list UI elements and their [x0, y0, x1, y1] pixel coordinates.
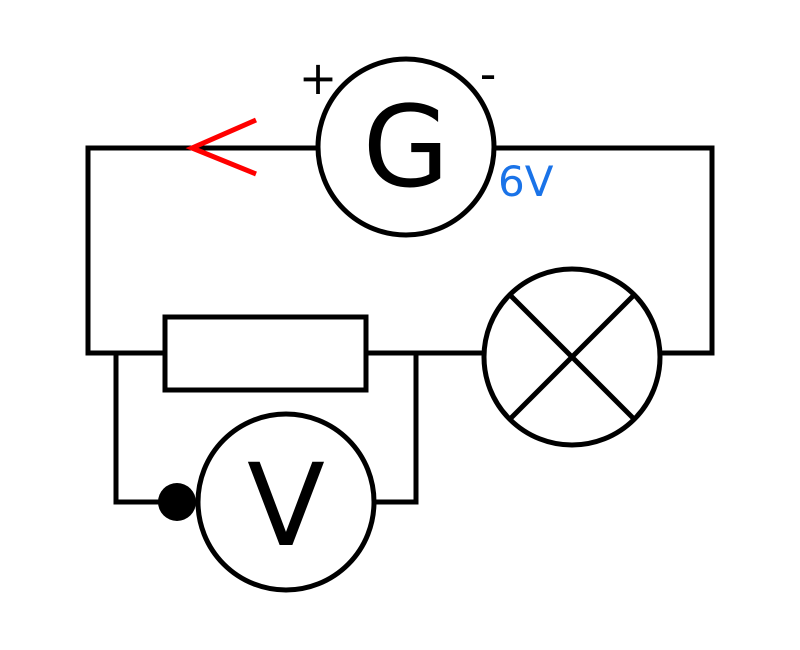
negative-terminal-sign: - — [480, 47, 497, 101]
generator-letter: G — [363, 83, 450, 213]
wire-voltmeter-right — [371, 350, 419, 505]
positive-terminal-sign: + — [299, 51, 338, 105]
current-direction-arrow — [185, 117, 258, 177]
circuit-wires — [85, 145, 715, 505]
generator: G + - 6V — [299, 47, 554, 238]
voltage-label: 6V — [498, 157, 554, 206]
wire-top-left — [85, 145, 321, 356]
wire-top-right — [491, 145, 715, 356]
resistor-symbol — [162, 314, 369, 393]
voltmeter-symbol — [195, 411, 377, 593]
lamp-symbol — [481, 266, 663, 448]
lamp-cross-line-2 — [506, 291, 638, 423]
voltmeter: V — [158, 411, 377, 593]
voltmeter-terminal-dot — [158, 483, 196, 521]
generator-symbol — [315, 56, 497, 238]
voltmeter-letter: V — [247, 439, 325, 572]
